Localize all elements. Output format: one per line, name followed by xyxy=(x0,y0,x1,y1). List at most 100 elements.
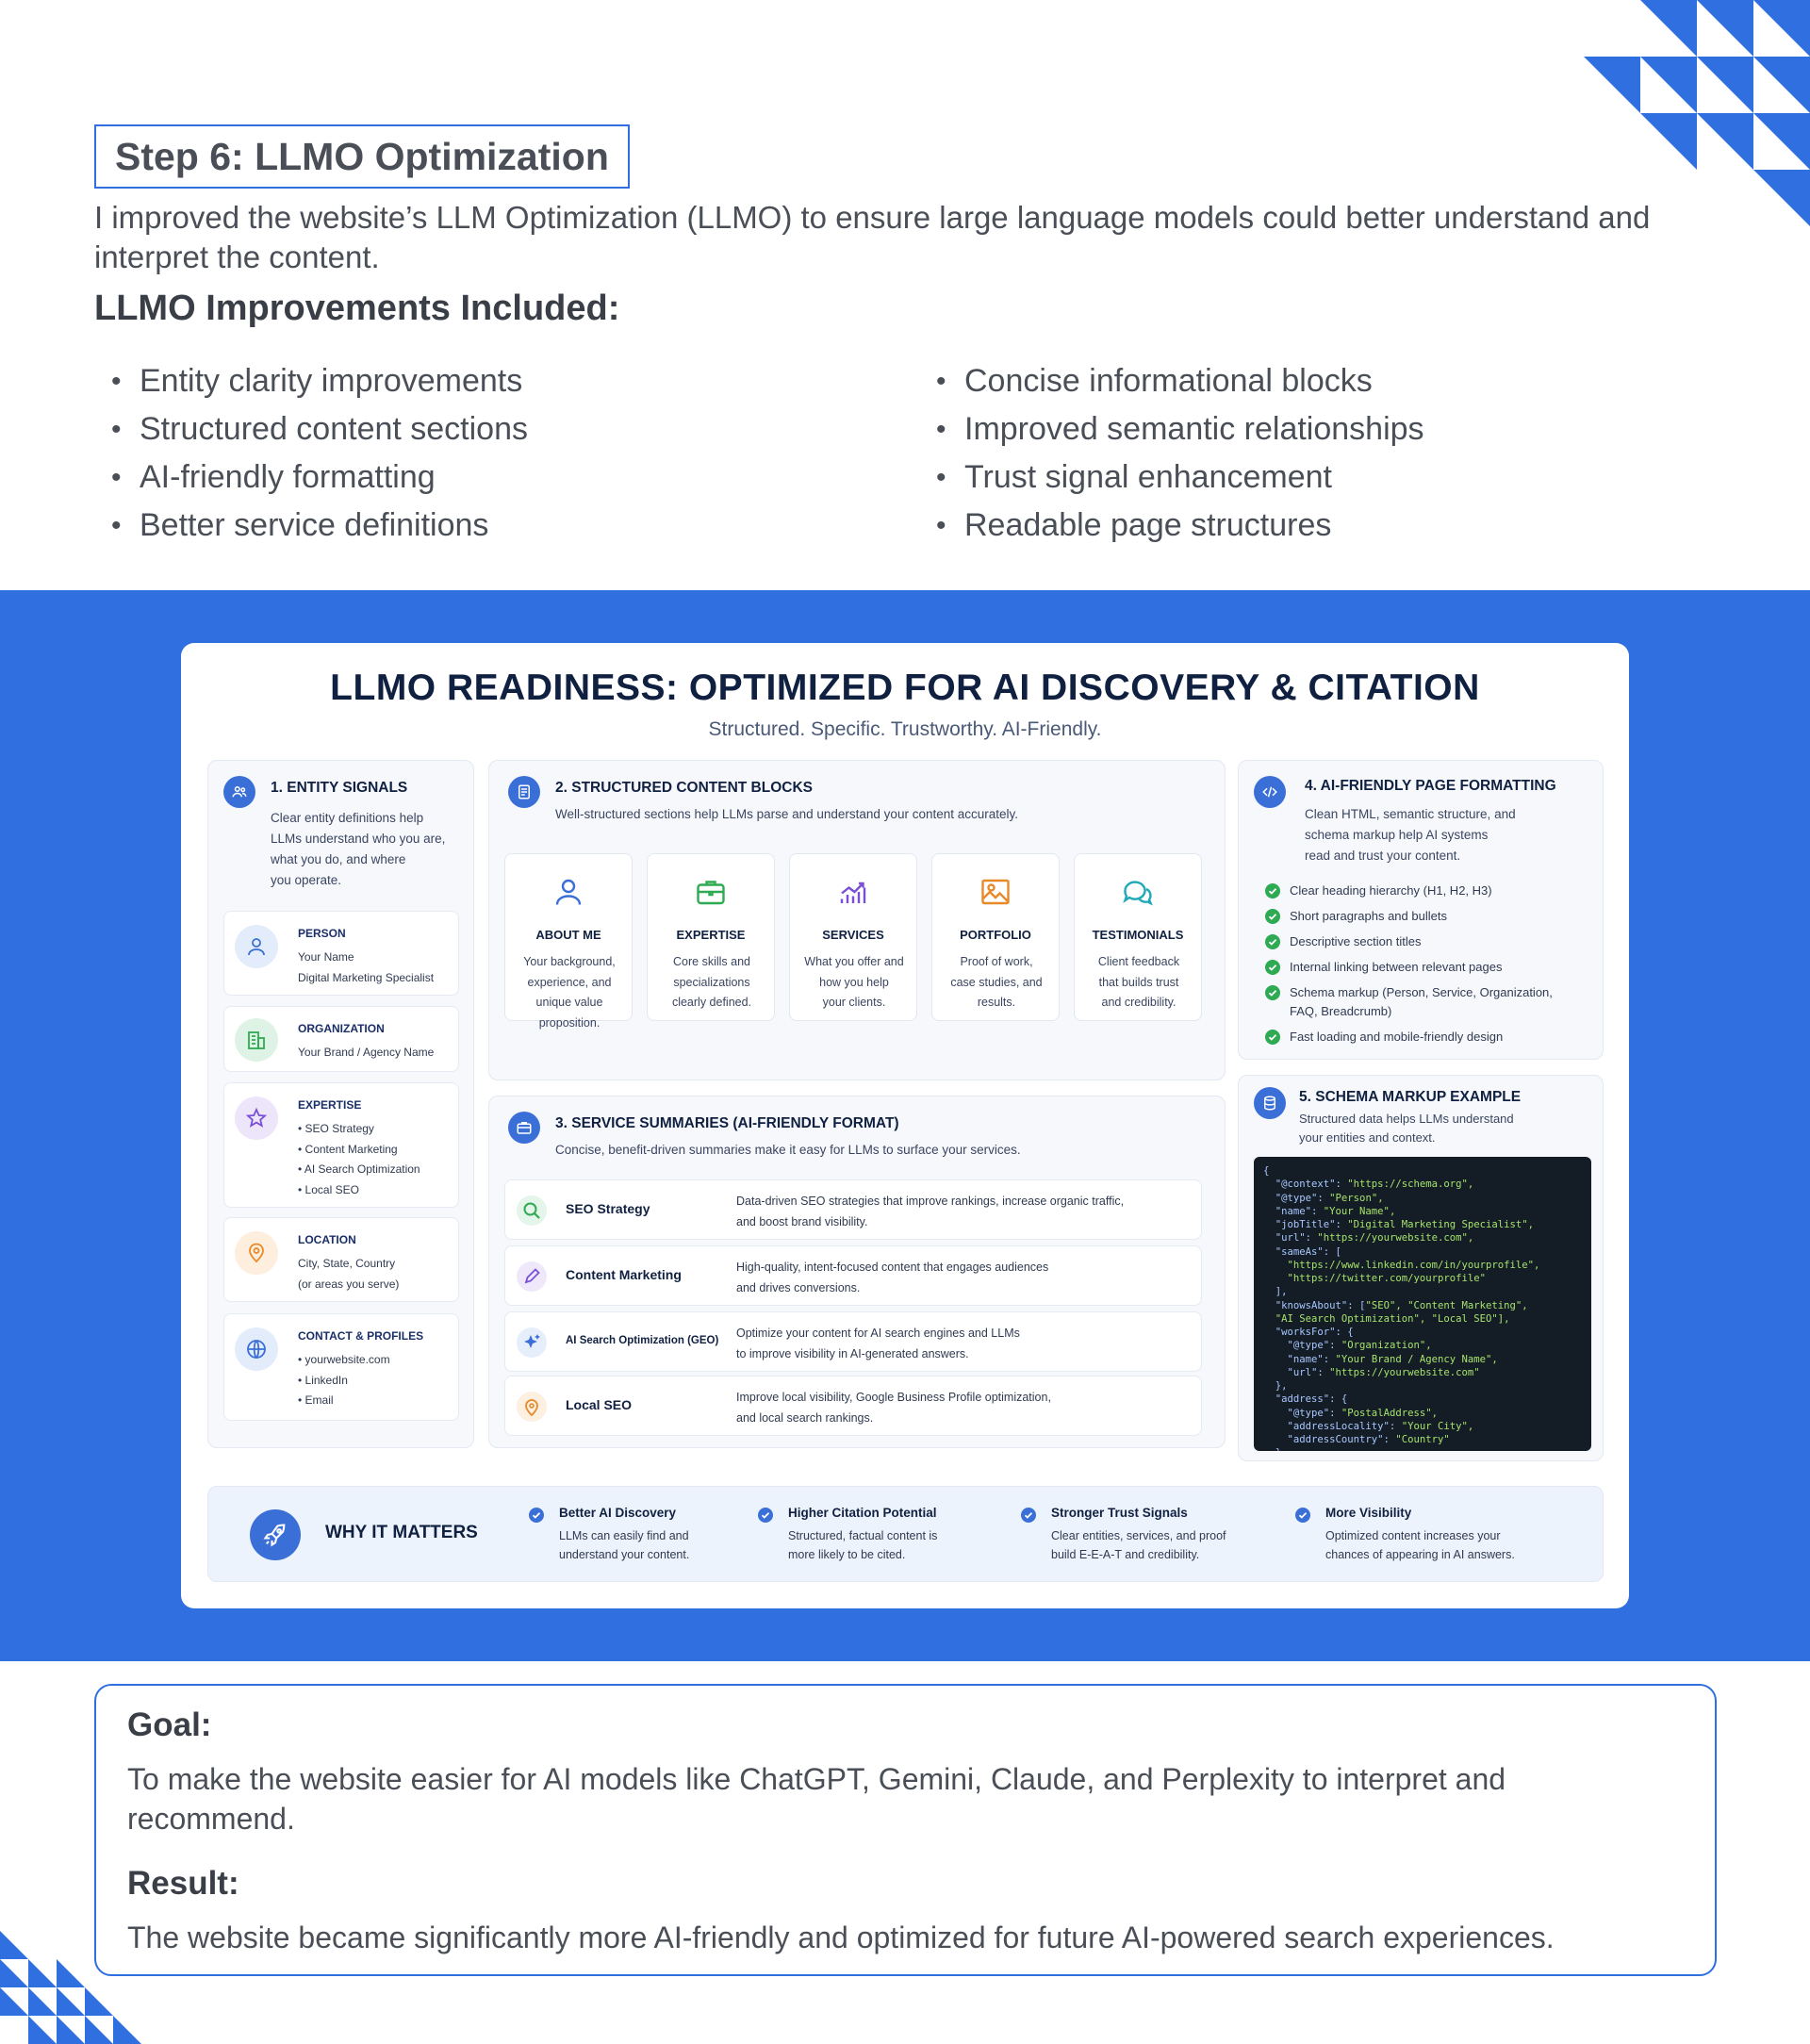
block-desc: Client feedback that builds trust and cr… xyxy=(1097,955,1180,1009)
entity-signals-desc: Clear entity definitions help LLMs under… xyxy=(271,811,446,887)
entity-line: AI Search Optimization xyxy=(298,1160,420,1180)
entity-line: yourwebsite.com xyxy=(298,1350,390,1371)
why-it-matters-panel: WHY IT MATTERS Better AI Discovery LLMs … xyxy=(207,1486,1604,1582)
block-title: EXPERTISE xyxy=(676,928,746,942)
service-row-ai-search: AI Search Optimization (GEO) Optimize yo… xyxy=(504,1311,1202,1372)
structured-content-desc: Well-structured sections help LLMs parse… xyxy=(555,807,1019,821)
infographic-title: LLMO READINESS: OPTIMIZED FOR AI DISCOVE… xyxy=(330,668,1480,708)
check-icon xyxy=(1265,883,1280,898)
service-name: AI Search Optimization (GEO) xyxy=(566,1335,719,1346)
improvement-item: Concise informational blocks xyxy=(919,360,1424,408)
why-item-title: Higher Citation Potential xyxy=(788,1506,937,1520)
entity-line: Digital Marketing Specialist xyxy=(298,970,435,984)
code-line: "@type": "Organization", xyxy=(1263,1340,1432,1352)
person-icon xyxy=(555,879,582,905)
entity-line: SEO Strategy xyxy=(298,1119,420,1140)
block-title: TESTIMONIALS xyxy=(1092,928,1184,942)
improvement-item: Better service definitions xyxy=(94,504,528,552)
service-name: Content Marketing xyxy=(566,1267,682,1282)
improvements-list-right: Concise informational blocks Improved se… xyxy=(919,360,1424,552)
code-line: } xyxy=(1263,1446,1582,1451)
goal-result-box: Goal: To make the website easier for AI … xyxy=(94,1684,1717,1976)
block-title: PORTFOLIO xyxy=(960,928,1031,942)
block-desc: Core skills and specializations clearly … xyxy=(671,955,752,1009)
code-line: "url": "https://yourwebsite.com", xyxy=(1263,1232,1474,1245)
code-line: "AI Search Optimization", "Local SEO"], xyxy=(1275,1312,1510,1325)
improvement-item: Entity clarity improvements xyxy=(94,360,528,408)
globe-icon xyxy=(235,1327,278,1371)
block-services: SERVICES What you offer and how you help… xyxy=(789,853,917,1021)
code-line: { xyxy=(1263,1165,1270,1177)
service-row-seo: SEO Strategy Data-driven SEO strategies … xyxy=(504,1179,1202,1240)
entity-label: ORGANIZATION xyxy=(298,1022,385,1035)
structured-content-panel: 2. STRUCTURED CONTENT BLOCKS Well-struct… xyxy=(488,760,1226,1080)
infographic-subtitle: Structured. Specific. Trustworthy. AI-Fr… xyxy=(708,718,1102,740)
entity-line: Local SEO xyxy=(298,1180,420,1201)
block-portfolio: PORTFOLIO Proof of work, case studies, a… xyxy=(931,853,1060,1021)
check-badge-icon xyxy=(1021,1508,1036,1523)
check-icon xyxy=(1265,934,1280,949)
document-icon xyxy=(508,776,540,808)
service-summaries-desc: Concise, benefit-driven summaries make i… xyxy=(555,1143,1021,1157)
entity-line: Content Marketing xyxy=(298,1140,420,1161)
step-intro: I improved the website’s LLM Optimizatio… xyxy=(94,200,1651,274)
block-expertise: EXPERTISE Core skills and specialization… xyxy=(647,853,775,1021)
building-icon xyxy=(235,1018,278,1062)
code-icon xyxy=(1254,776,1286,808)
check-badge-icon xyxy=(1295,1508,1310,1523)
improvements-heading: LLMO Improvements Included: xyxy=(94,288,620,328)
check-icon xyxy=(1265,1030,1280,1045)
service-name: Local SEO xyxy=(566,1397,633,1412)
checklist-item: Descriptive section titles xyxy=(1265,932,1567,951)
check-icon xyxy=(1265,909,1280,924)
service-name: SEO Strategy xyxy=(566,1201,650,1216)
search-icon xyxy=(517,1195,547,1226)
page-formatting-panel: 4. AI-FRIENDLY PAGE FORMATTING Clean HTM… xyxy=(1238,760,1604,1060)
entity-line: Email xyxy=(298,1391,390,1411)
star-icon xyxy=(235,1096,278,1140)
result-heading: Result: xyxy=(127,1865,239,1902)
improvement-item: Improved semantic relationships xyxy=(919,408,1424,456)
briefcase-icon xyxy=(508,1112,540,1144)
growth-chart-icon xyxy=(840,882,866,903)
block-desc: Your background, experience, and unique … xyxy=(523,955,616,1030)
why-item-title: Better AI Discovery xyxy=(559,1506,677,1520)
decorative-triangles-bottom xyxy=(0,1931,141,2044)
code-line: "https://twitter.com/yourprofile" xyxy=(1287,1273,1486,1284)
code-line: "jobTitle": "Digital Marketing Specialis… xyxy=(1263,1219,1535,1230)
result-text: The website became significantly more AI… xyxy=(127,1920,1555,1954)
entity-label: CONTACT & PROFILES xyxy=(298,1329,424,1343)
code-line: ], xyxy=(1263,1286,1288,1298)
structured-content-title: 2. STRUCTURED CONTENT BLOCKS xyxy=(555,780,813,796)
service-desc: Data-driven SEO strategies that improve … xyxy=(736,1195,1125,1228)
person-icon xyxy=(235,925,278,968)
entity-line: City, State, Country xyxy=(298,1257,396,1270)
code-line: "url": "https://yourwebsite.com" xyxy=(1263,1366,1480,1378)
service-desc: Improve local visibility, Google Busines… xyxy=(736,1391,1051,1425)
entity-expertise: EXPERTISE SEO Strategy Content Marketing… xyxy=(223,1082,459,1208)
rocket-icon xyxy=(250,1509,301,1560)
location-pin-icon xyxy=(517,1392,547,1422)
check-icon xyxy=(1265,960,1280,975)
code-line: }, xyxy=(1263,1380,1288,1392)
briefcase-icon xyxy=(697,881,725,905)
entity-label: LOCATION xyxy=(298,1233,356,1246)
entity-label: PERSON xyxy=(298,927,346,940)
entity-contact: CONTACT & PROFILES yourwebsite.com Linke… xyxy=(223,1313,459,1421)
entity-label: EXPERTISE xyxy=(298,1098,362,1112)
improvement-item: Structured content sections xyxy=(94,408,528,456)
image-icon xyxy=(981,879,1010,905)
check-badge-icon xyxy=(758,1508,773,1523)
improvement-item: Trust signal enhancement xyxy=(919,456,1424,504)
block-about-me: ABOUT ME Your background, experience, an… xyxy=(504,853,633,1030)
schema-markup-title: 5. SCHEMA MARKUP EXAMPLE xyxy=(1299,1089,1522,1105)
why-item-title: More Visibility xyxy=(1325,1506,1412,1520)
entity-organization: ORGANIZATION Your Brand / Agency Name xyxy=(223,1006,459,1072)
checklist-item: Short paragraphs and bullets xyxy=(1265,907,1567,926)
block-testimonials: TESTIMONIALS Client feedback that builds… xyxy=(1074,853,1202,1021)
chat-bubbles-icon xyxy=(1123,881,1153,906)
